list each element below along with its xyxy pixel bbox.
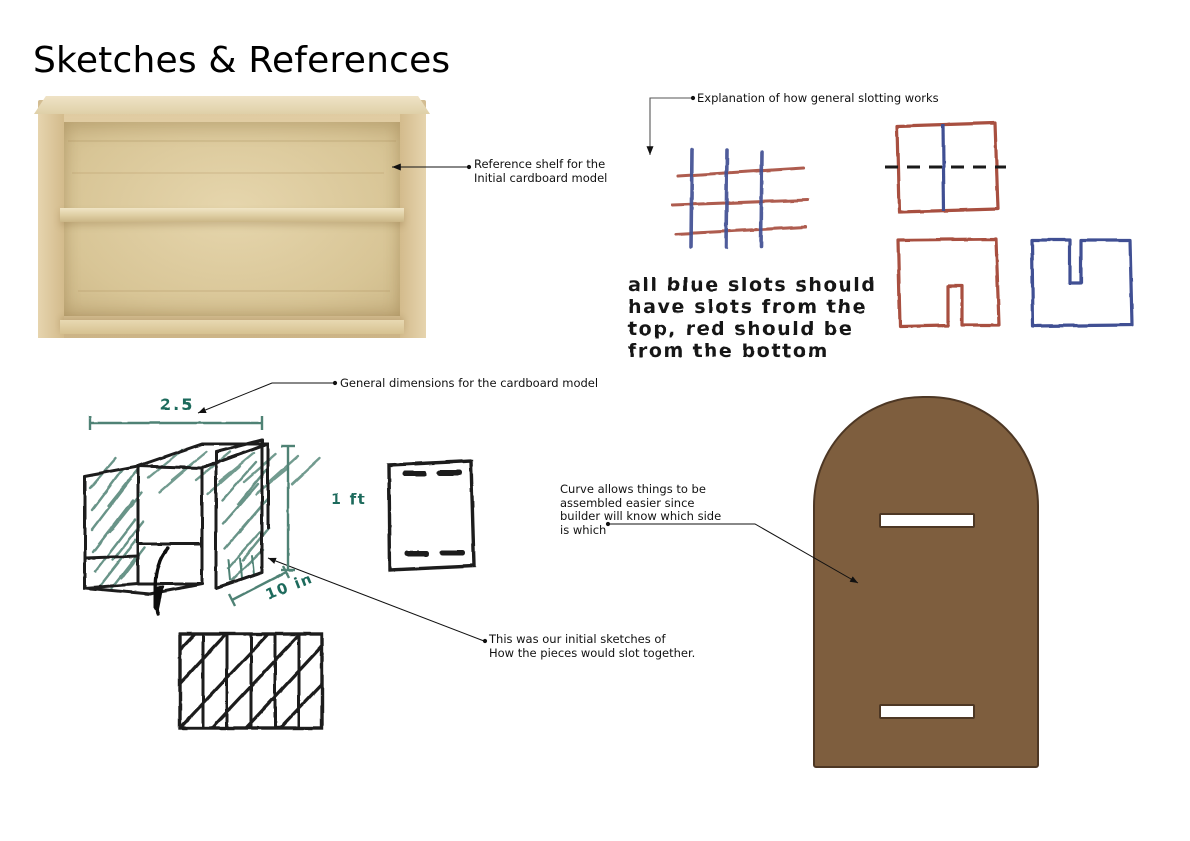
box-door-slot-ticks xyxy=(227,555,255,581)
handwriting-line: top, red should be xyxy=(628,318,853,340)
dimension-bar-width xyxy=(88,416,264,430)
panel-four-slots-figure xyxy=(387,459,476,572)
dimension-depth-label: 10 in xyxy=(263,569,316,604)
shelf-base-plinth xyxy=(60,320,404,334)
box-sketch-figure xyxy=(83,438,322,596)
shelf-top-cap xyxy=(34,96,430,114)
box-hatch-left xyxy=(88,456,147,590)
square-top-slot-figure xyxy=(1030,238,1134,328)
box-outline xyxy=(83,438,270,596)
leader-line-dimensions xyxy=(197,380,338,414)
slot-grid-figure xyxy=(670,148,810,249)
dimension-labels: 2.5 1 ft 10 in xyxy=(160,395,366,604)
dimension-width-label: 2.5 xyxy=(160,395,194,414)
shelf-right-side xyxy=(400,110,426,338)
lattice-diagonal xyxy=(178,632,324,730)
lattice-vertical xyxy=(201,634,301,728)
box-hatch-back xyxy=(146,448,322,496)
page-title: Sketches & References xyxy=(33,40,451,81)
dimension-bar-depth xyxy=(227,565,291,607)
reference-shelf-photo xyxy=(34,96,430,338)
handwriting-line: have slots from the xyxy=(628,296,867,318)
wood-grain-line xyxy=(72,172,384,174)
handwritten-slot-rule: all blue slots should have slots from th… xyxy=(628,274,877,362)
square-bottom-slot-figure xyxy=(896,237,1001,328)
wood-grain-line xyxy=(78,290,390,292)
shelf-middle-shelf xyxy=(60,208,404,222)
wood-grain-line xyxy=(68,140,396,142)
handwriting-line: from the bottom xyxy=(628,340,829,362)
leader-line-slotting xyxy=(646,95,696,155)
annotation-reference-shelf: Reference shelf for the Initial cardboar… xyxy=(474,157,608,185)
arched-panel-slot-bottom xyxy=(879,704,975,719)
arched-panel-slot-top xyxy=(879,513,975,528)
dimension-bar-height xyxy=(281,444,295,572)
assembly-drop-arrow xyxy=(142,546,170,616)
dimension-height-label: 1 ft xyxy=(331,490,366,508)
annotation-curve-explanation: Curve allows things to be assembled easi… xyxy=(560,482,722,537)
annotation-general-dimensions: General dimensions for the cardboard mod… xyxy=(340,376,599,390)
annotation-slotting-explanation: Explanation of how general slotting work… xyxy=(697,91,939,105)
square-split-figure xyxy=(895,121,1000,214)
panel-slot xyxy=(402,470,465,557)
handwriting-line: all blue slots should xyxy=(628,274,877,296)
leader-line-initial-sketch xyxy=(267,557,488,644)
shelf-left-side xyxy=(38,110,64,338)
arched-panel-figure xyxy=(813,396,1039,768)
box-hatch-right xyxy=(220,460,271,582)
hatched-lattice-panel-figure xyxy=(178,632,324,730)
annotation-initial-sketches: This was our initial sketches of How the… xyxy=(489,632,696,660)
